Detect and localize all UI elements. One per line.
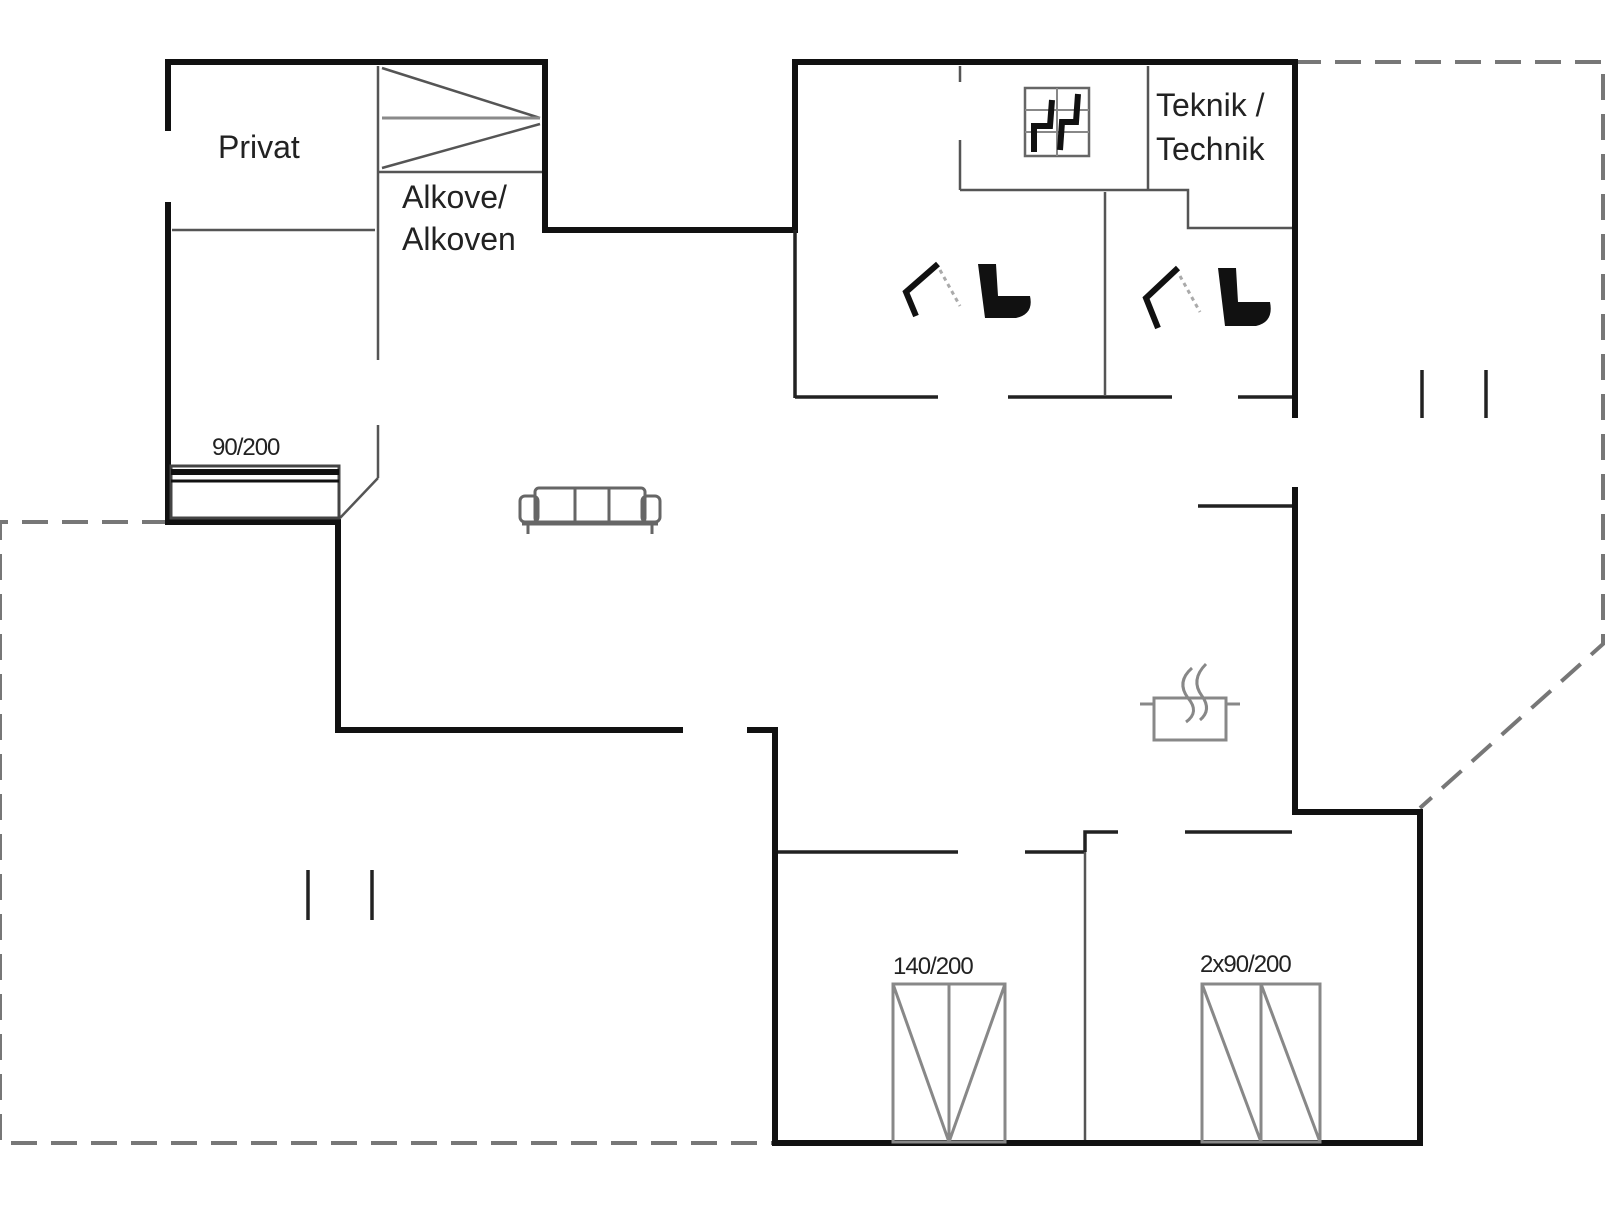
toilet-icon-bath-2 (1218, 268, 1271, 326)
room-label-alkove: Alkove/ (402, 179, 507, 215)
room-label-alkoven: Alkoven (402, 221, 516, 257)
sauna-icon (1023, 86, 1091, 158)
bed-size-single: 90/200 (212, 434, 280, 461)
toilet-icon-bath-1 (978, 264, 1031, 318)
shower-icon-bath-2 (1142, 265, 1202, 330)
terrace-marker-west (306, 870, 374, 920)
room-label-teknik: Teknik / (1156, 87, 1265, 123)
cooking-pot-icon (1140, 662, 1240, 742)
bed-size-twin: 2x90/200 (1200, 951, 1291, 978)
terrace-outline-west (0, 520, 775, 1145)
interior-walls (172, 66, 1292, 1140)
terrace-marker-east (1420, 370, 1488, 418)
bed-icon-double (891, 982, 1007, 1144)
room-label-technik: Technik (1156, 131, 1266, 167)
bed-icon-single (169, 464, 341, 520)
terrace-outline-east (1295, 60, 1605, 810)
bed-icon-twin (1200, 982, 1322, 1144)
exterior-walls (165, 59, 1423, 1146)
bed-size-double: 140/200 (893, 953, 973, 980)
stair-symbol (381, 66, 541, 170)
room-label-privat: Privat (218, 129, 300, 165)
sofa-icon (518, 486, 662, 534)
shower-icon-bath-1 (902, 261, 962, 318)
